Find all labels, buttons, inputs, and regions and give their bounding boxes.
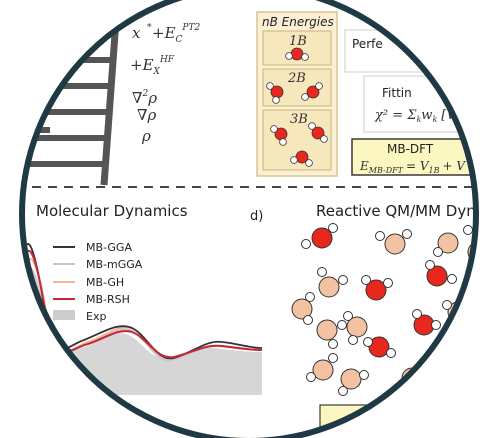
- water-qm-4: [412, 309, 441, 336]
- curve-mb-rsh: [21, 249, 263, 359]
- legend-label-mb-gga: MB-GGA: [86, 241, 132, 254]
- lap-rho: ∇2ρ: [132, 89, 157, 107]
- fitting-panel: Perfe Fittin χ² = Σkwk[V: [344, 29, 477, 133]
- chi-text: χ² = Σ: [374, 108, 417, 123]
- water-mm-3: [317, 267, 348, 298]
- fitting-text: Fittin: [382, 86, 412, 100]
- hf-sup: HF: [159, 55, 175, 65]
- mbdft-title: MB-DFT: [387, 142, 434, 156]
- nb-energies-panel: nB Energies 1B 2B 3B: [256, 11, 338, 177]
- svg-text:EMB-DFT= V1B+ V: EMB-DFT= V1B+ V: [359, 159, 466, 175]
- grad-rho: ∇ρ: [137, 106, 156, 124]
- nb-label-2b: 2B: [287, 71, 306, 86]
- water-mm-5: [316, 319, 347, 349]
- nb-title: nB Energies: [262, 15, 334, 29]
- top-term-b: +E: [152, 24, 176, 42]
- water-qm-5: [363, 336, 396, 358]
- circular-frame: [19, 0, 479, 438]
- legend-label-mb-mgga: MB-mGGA: [86, 258, 143, 271]
- chi-tail-sub: k: [432, 115, 437, 124]
- legend-label-mb-rsh: MB-RSH: [86, 293, 130, 306]
- md-title: Molecular Dynamics: [36, 202, 188, 220]
- svg-text:x: x: [132, 24, 141, 42]
- mbdft-rhs: = V: [406, 159, 430, 173]
- md-panel: Molecular Dynamics MB-GGA MB-mGGA MB-GH …: [21, 202, 263, 395]
- water-mm-2: [433, 225, 473, 257]
- qmmm-panel: d) Reactive QM/MM Dyna: [250, 202, 482, 436]
- top-term-sup-dot: *: [147, 23, 152, 33]
- water-mm-1: [375, 229, 412, 255]
- legend-swatch-exp: [53, 310, 75, 320]
- top-term-sup: PT2: [181, 23, 200, 33]
- top-term-a: x: [132, 24, 141, 42]
- mbdft-rhs-tail: + V: [443, 159, 467, 173]
- top-term-sub: C: [176, 35, 183, 45]
- mbdft-rhs-sub: 1B: [429, 166, 440, 175]
- md-legend: MB-GGA MB-mGGA MB-GH MB-RSH Exp: [53, 241, 143, 323]
- water-3b: [270, 122, 328, 167]
- curve-exp-area: [22, 267, 262, 395]
- nb-label-1b: 1B: [289, 34, 307, 49]
- mbdft-panel: MB-DFT EMB-DFT= V1B+ V: [351, 138, 477, 176]
- rho: ρ: [141, 127, 151, 145]
- svg-text:χ² = Σkwk[V: χ² = Σkwk[V: [374, 108, 457, 124]
- mbdft-lhs: E: [359, 159, 369, 173]
- water-qm-2: [361, 275, 393, 301]
- chi-sub: k: [416, 115, 421, 124]
- legend-label-exp: Exp: [86, 310, 106, 323]
- water-mm-6: [343, 311, 368, 345]
- water-molecules: [291, 223, 477, 396]
- water-2b: [266, 82, 323, 104]
- mbdft-lhs-sub: MB-DFT: [368, 166, 404, 175]
- nb-label-3b: 3B: [290, 112, 308, 127]
- svg-text:+ECPT2: +EC PT2: [152, 23, 200, 45]
- perf-text: Perfe: [352, 37, 383, 51]
- panel-letter-d: d): [250, 209, 263, 224]
- water-qm-3: [425, 260, 457, 287]
- qmmm-title: Reactive QM/MM Dyna: [316, 202, 482, 220]
- water-mm-9: [338, 368, 369, 396]
- water-qm-1: [301, 223, 338, 249]
- water-1b: [285, 47, 309, 61]
- water-mm-4: [291, 292, 315, 325]
- hf-sub: X: [153, 67, 161, 77]
- legend-label-mb-gh: MB-GH: [86, 276, 124, 289]
- chi-tail: w: [421, 108, 432, 123]
- water-mm-8: [306, 353, 338, 382]
